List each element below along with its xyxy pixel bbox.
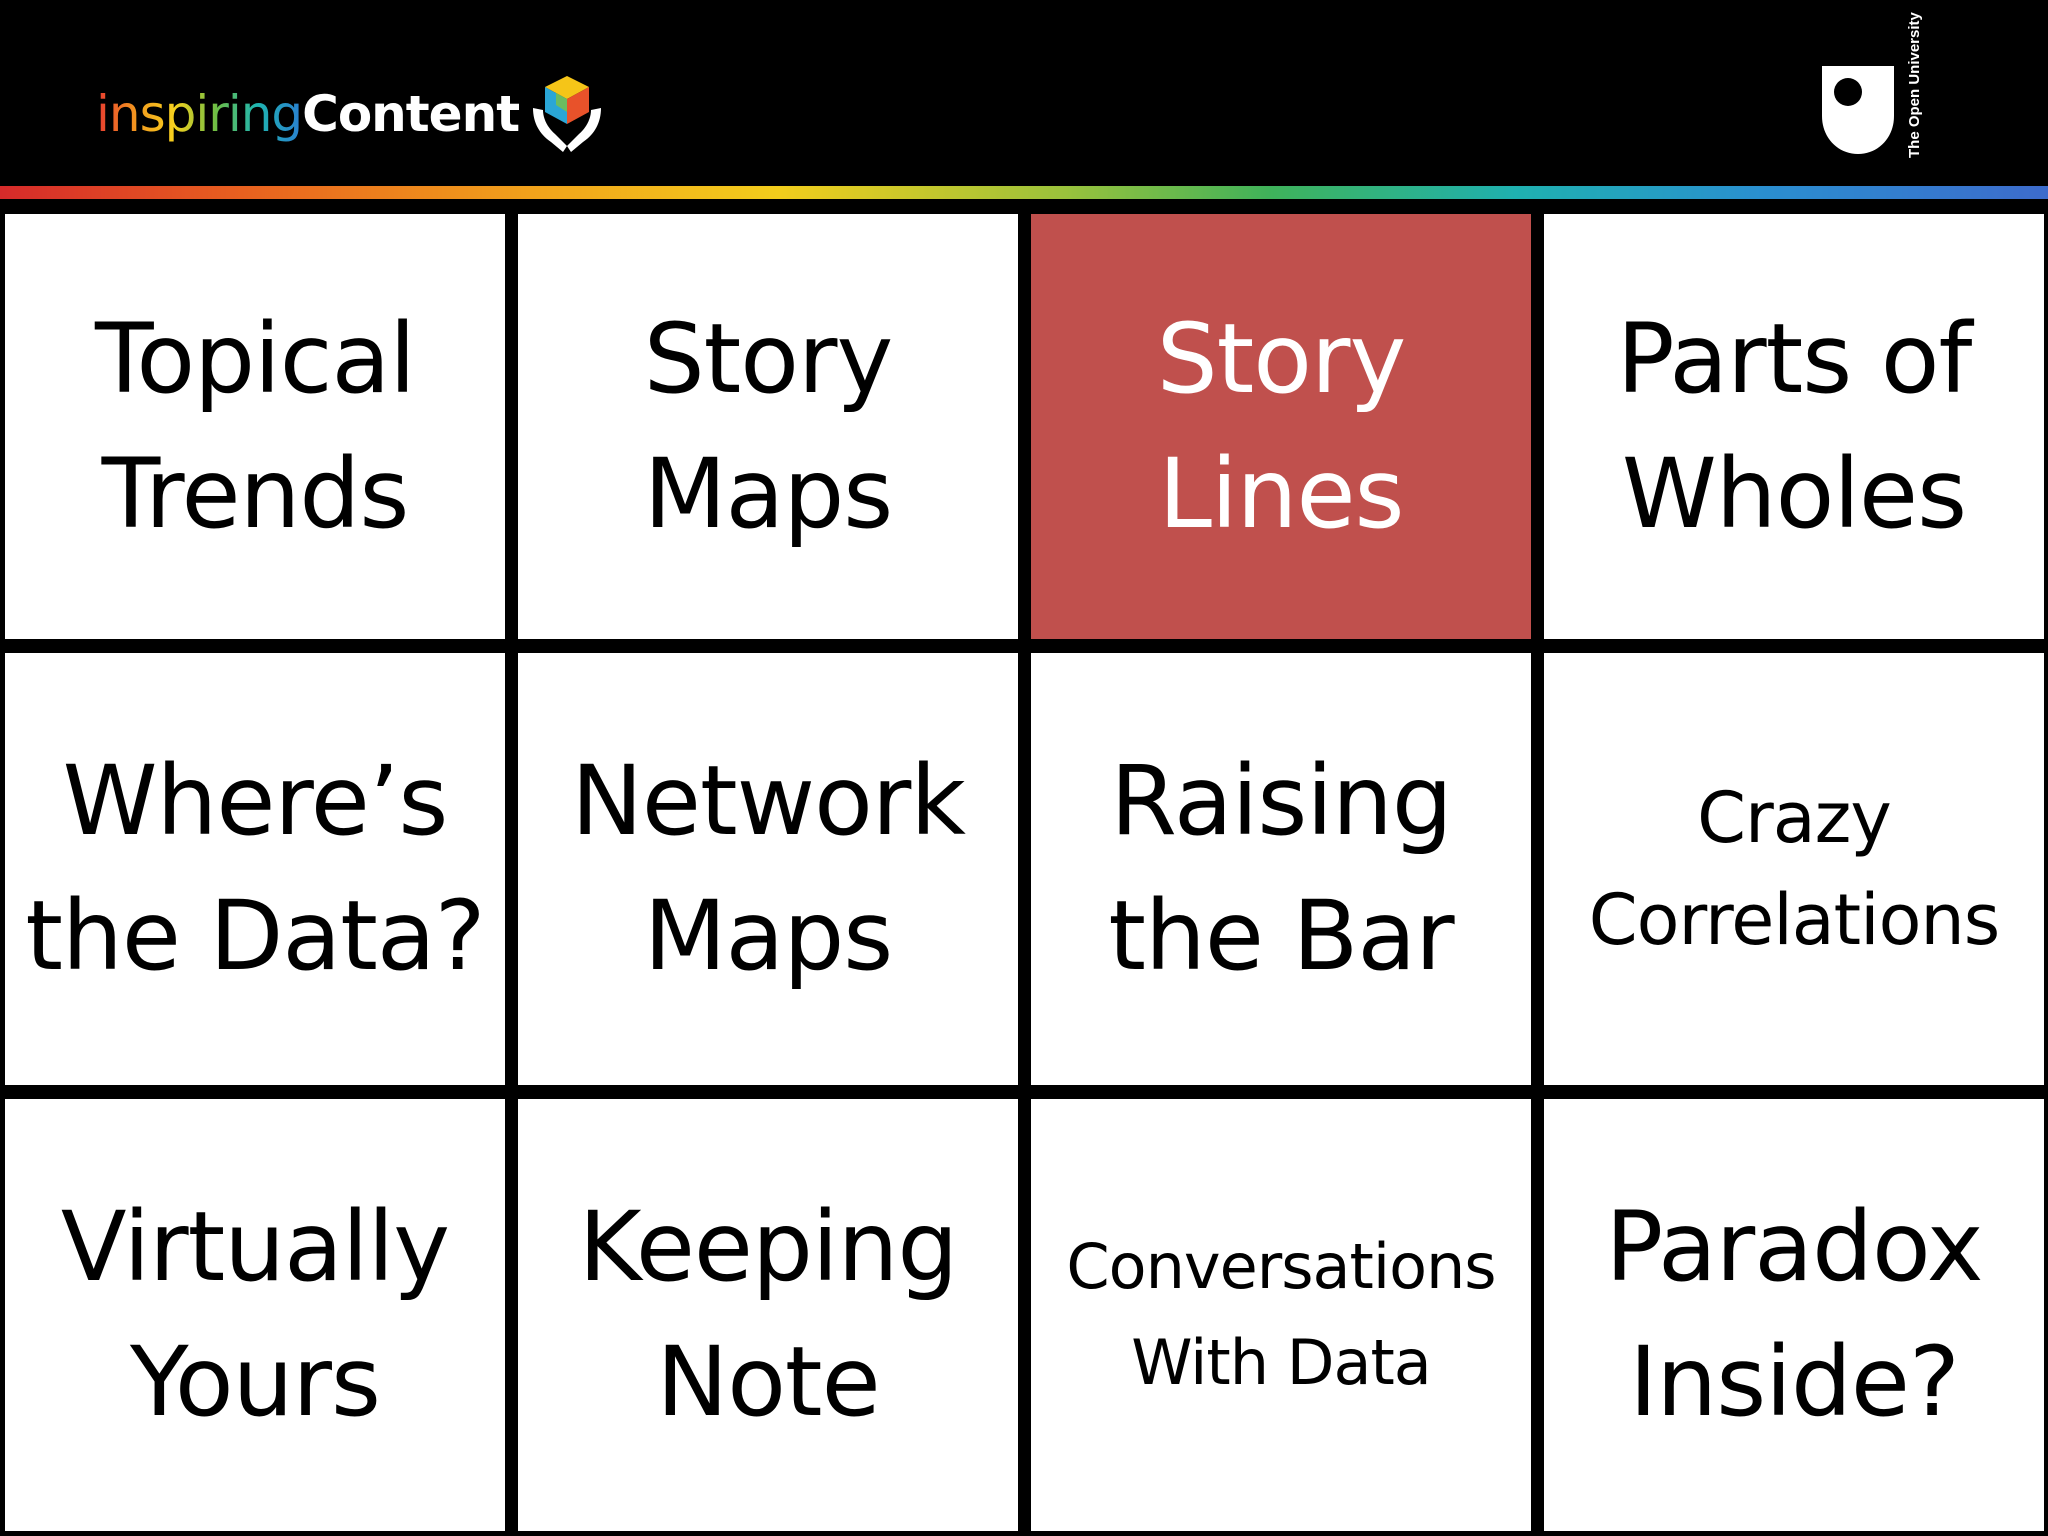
cube-in-hands-icon <box>533 76 602 152</box>
topic-tile-network-maps[interactable]: Network Maps <box>518 653 1018 1085</box>
open-university-shield-icon <box>1822 66 1894 154</box>
topic-grid: Topical Trends Story Maps Story Lines Pa… <box>0 199 2048 1536</box>
topic-tile-parts-of-wholes[interactable]: Parts of Wholes <box>1544 214 2044 639</box>
topic-tile-paradox-inside[interactable]: Paradox Inside? <box>1544 1099 2044 1531</box>
tile-label: Topical Trends <box>95 302 416 550</box>
tile-label: Story Lines <box>1156 302 1407 550</box>
tile-label: Raising the Bar <box>1108 745 1454 992</box>
logo-text-inspiring: inspiring <box>96 85 303 143</box>
topic-tile-crazy-correlations[interactable]: Crazy Correlations <box>1544 653 2044 1085</box>
topic-tile-virtually-yours[interactable]: Virtually Yours <box>5 1099 505 1531</box>
tile-label: Network Maps <box>571 745 966 992</box>
open-university-label-box: The Open University <box>1906 12 1940 158</box>
topic-tile-wheres-the-data[interactable]: Where’s the Data? <box>5 653 505 1085</box>
tile-label: Crazy Correlations <box>1588 777 2000 961</box>
topic-tile-story-lines[interactable]: Story Lines <box>1031 214 1531 639</box>
tile-label: Story Maps <box>643 302 894 550</box>
tile-label: Keeping Note <box>578 1191 959 1438</box>
logo-wordmark: inspiringContent <box>96 89 520 139</box>
inspiring-content-logo: inspiringContent <box>96 66 605 162</box>
topic-tile-raising-the-bar[interactable]: Raising the Bar <box>1031 653 1531 1085</box>
rainbow-divider <box>0 186 2048 199</box>
logo-text-content: Content <box>302 85 520 143</box>
open-university-logo: The Open University <box>1820 12 1940 158</box>
topic-tile-story-maps[interactable]: Story Maps <box>518 214 1018 639</box>
tile-label: Parts of Wholes <box>1616 302 1973 550</box>
tile-label: Virtually Yours <box>60 1191 450 1438</box>
tile-label: Where’s the Data? <box>25 745 485 992</box>
open-university-label: The Open University <box>1906 12 1923 158</box>
topic-tile-conversations-with-data[interactable]: Conversations With Data <box>1031 1099 1531 1531</box>
tile-label: Conversations With Data <box>1066 1230 1496 1399</box>
tile-label: Paradox Inside? <box>1605 1191 1983 1438</box>
topic-tile-topical-trends[interactable]: Topical Trends <box>5 214 505 639</box>
header-bar: inspiringContent The Open University <box>0 0 2048 186</box>
topic-tile-keeping-note[interactable]: Keeping Note <box>518 1099 1018 1531</box>
